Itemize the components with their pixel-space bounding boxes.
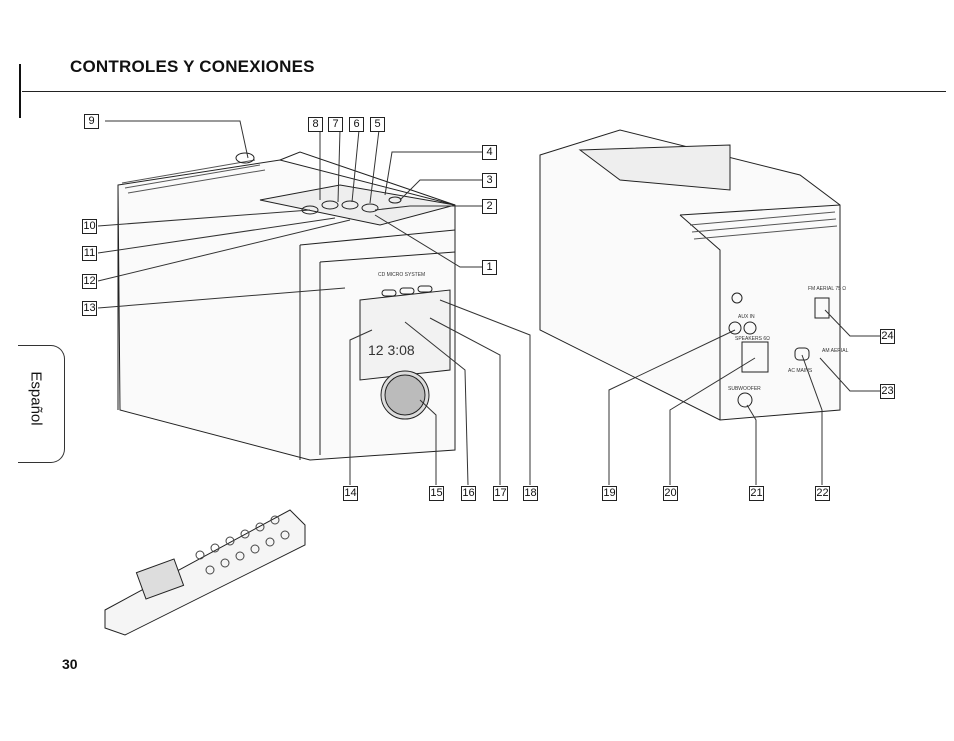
callout-15: 15 xyxy=(429,486,444,501)
remote-control-drawing xyxy=(104,509,306,636)
callout-21: 21 xyxy=(749,486,764,501)
title-rule xyxy=(22,91,946,92)
callout-18: 18 xyxy=(523,486,538,501)
callout-8: 8 xyxy=(308,117,323,132)
back-label-speakers: SPEAKERS 6Ω xyxy=(735,336,770,342)
callout-23: 23 xyxy=(880,384,895,399)
back-leader-lines xyxy=(608,309,880,485)
language-tab xyxy=(18,345,65,463)
callout-17: 17 xyxy=(493,486,508,501)
back-label-am-aerial: AM AERIAL xyxy=(822,348,849,354)
callout-4: 4 xyxy=(482,145,497,160)
callout-16: 16 xyxy=(461,486,476,501)
callout-24: 24 xyxy=(880,329,895,344)
back-label-subwoofer: SUBWOOFER xyxy=(728,386,761,392)
callout-11: 11 xyxy=(82,246,97,261)
front-unit-drawing xyxy=(117,151,456,461)
callout-7: 7 xyxy=(328,117,343,132)
callout-5: 5 xyxy=(370,117,385,132)
callout-22: 22 xyxy=(815,486,830,501)
callout-20: 20 xyxy=(663,486,678,501)
callout-3: 3 xyxy=(482,173,497,188)
page-title: CONTROLES Y CONEXIONES xyxy=(70,57,315,76)
callout-10: 10 xyxy=(82,219,97,234)
back-label-ac-mains: AC MAINS xyxy=(788,368,813,374)
margin-marker xyxy=(19,64,21,118)
callout-12: 12 xyxy=(82,274,97,289)
back-label-aux: AUX IN xyxy=(738,314,755,320)
callout-9: 9 xyxy=(84,114,99,129)
back-label-fm-aerial: FM AERIAL 75 Ω xyxy=(808,286,846,292)
callout-13: 13 xyxy=(82,301,97,316)
page-number: 30 xyxy=(62,656,78,672)
callout-6: 6 xyxy=(349,117,364,132)
callout-1: 1 xyxy=(482,260,497,275)
display-digits: 12 3:08 xyxy=(368,342,415,358)
callout-19: 19 xyxy=(602,486,617,501)
back-unit-drawing xyxy=(539,129,841,421)
callout-14: 14 xyxy=(343,486,358,501)
front-leader-lines xyxy=(97,120,531,486)
callout-2: 2 xyxy=(482,199,497,214)
front-panel-text: CD MICRO SYSTEM xyxy=(378,272,425,278)
